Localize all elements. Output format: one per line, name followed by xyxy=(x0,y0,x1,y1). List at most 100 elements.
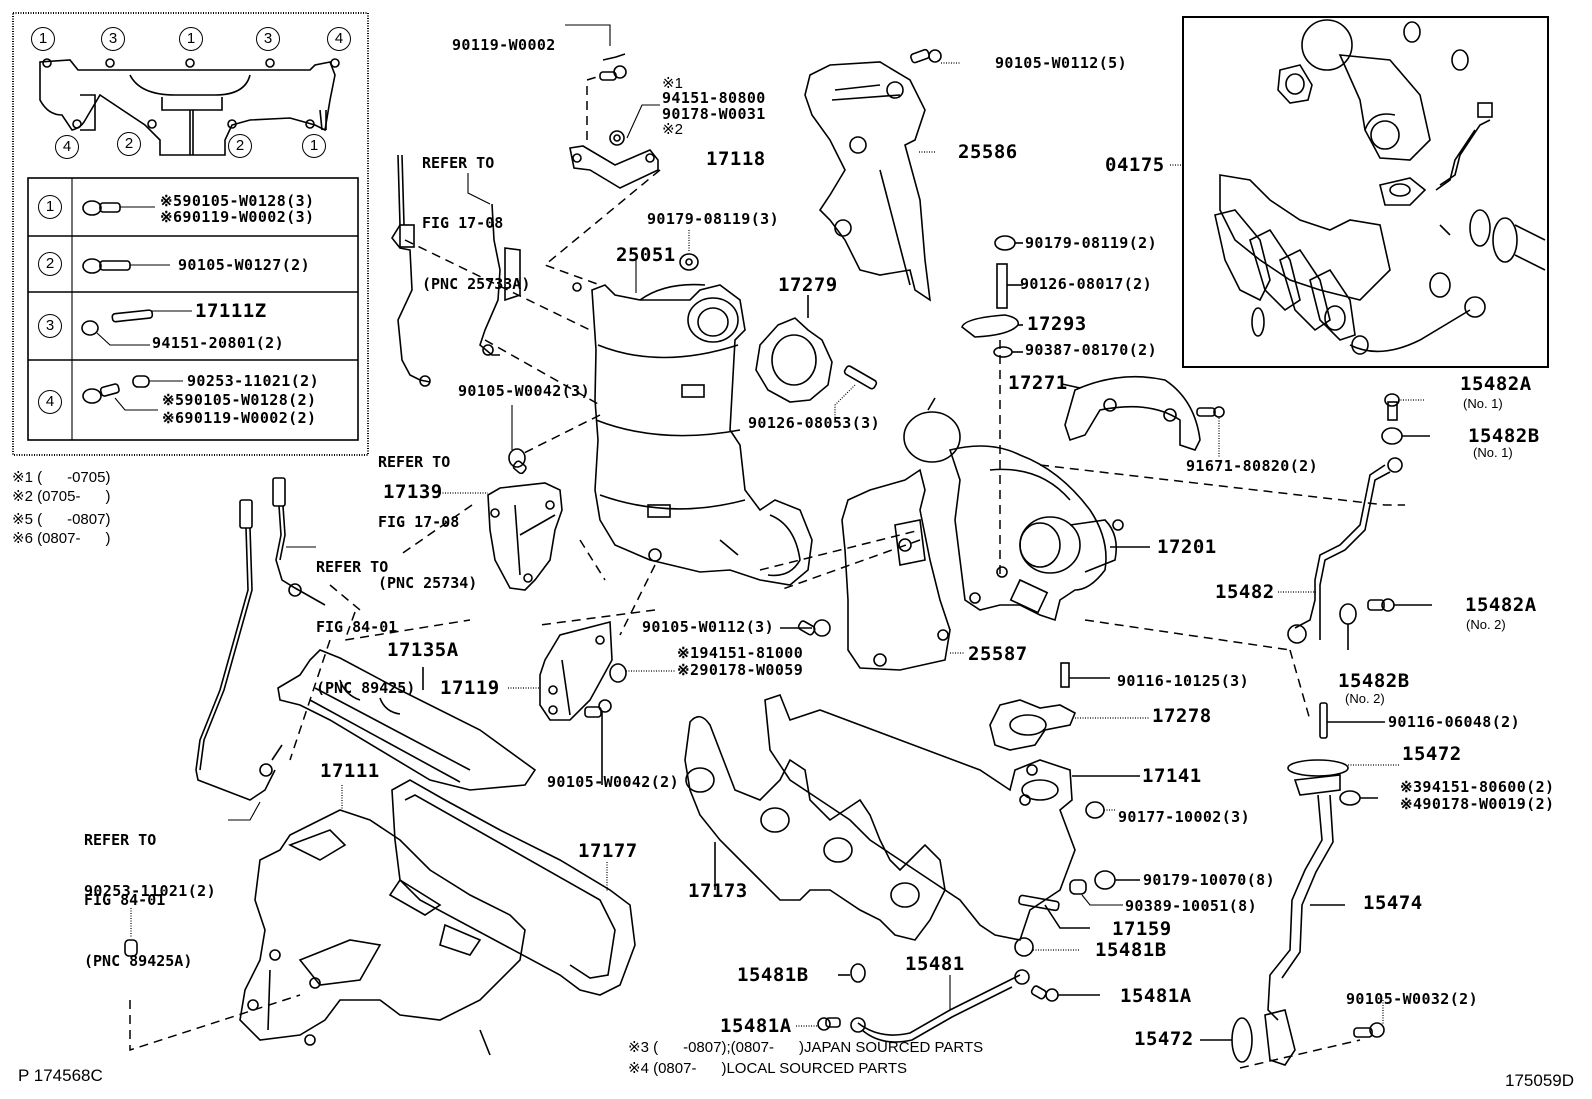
bracket-17118 xyxy=(565,24,660,189)
part-15482a-no1[interactable]: 15482A xyxy=(1460,373,1532,395)
table-part-2: 90105-W0127(2) xyxy=(178,256,311,274)
figure-code-left: P 174568C xyxy=(18,1066,103,1085)
footnote-4: ※4 (0807- )LOCAL SOURCED PARTS xyxy=(628,1060,908,1077)
leader-ref-89425a xyxy=(228,801,261,821)
part-90105-w0032-2[interactable]: 90105-W0032(2) xyxy=(1346,990,1479,1008)
refer-line: (PNC 89425A) xyxy=(84,952,193,970)
figure-code-right: 175059D xyxy=(1505,1071,1575,1090)
part-90105-w0042-3[interactable]: 90105-W0042(3) xyxy=(458,382,591,400)
part-90119-w0002[interactable]: 90119-W0002 xyxy=(452,36,556,54)
part-90126-08017-2[interactable]: 90126-08017(2) xyxy=(1020,275,1153,293)
refer-to-25733a[interactable]: REFER TO FIG 17-08 (PNC 25733A) xyxy=(422,112,530,335)
part-15482a-no2-sub: (No. 2) xyxy=(1466,617,1506,632)
table-key-2: 2 xyxy=(38,252,62,276)
part-90253-11021-2[interactable]: 90253-11021(2) xyxy=(84,882,217,900)
bolt-marker-bottom-4: 1 xyxy=(302,134,326,158)
part-04175[interactable]: 04175 xyxy=(1105,154,1165,176)
heat-insulator-25587 xyxy=(841,468,965,671)
bracket-17119 xyxy=(508,619,831,785)
part-91671-80820-2[interactable]: 91671-80820(2) xyxy=(1186,457,1319,475)
refer-line: FIG 17-08 xyxy=(422,214,504,233)
inset-manifold-drawing xyxy=(39,58,340,156)
table-part-4a: 90253-11021(2) xyxy=(187,372,320,390)
part-90178-w0019[interactable]: ※490178-W0019(2) xyxy=(1400,795,1555,813)
footnote-2: ※2 (0705- ) xyxy=(12,488,111,505)
footnote-5: ※5 ( -0807) xyxy=(12,511,111,528)
part-15481b-left[interactable]: 15481B xyxy=(737,964,809,986)
part-90116-06048-2[interactable]: 90116-06048(2) xyxy=(1388,713,1521,731)
part-94151-81000[interactable]: ※194151-81000 xyxy=(677,644,804,662)
part-15481b-right[interactable]: 15481B xyxy=(1095,939,1167,961)
part-15472-bottom[interactable]: 15472 xyxy=(1134,1028,1194,1050)
part-90387-08170-2[interactable]: 90387-08170(2) xyxy=(1025,341,1158,359)
part-17293[interactable]: 17293 xyxy=(1027,313,1087,335)
table-part-1b: ※690119-W0002(3) xyxy=(160,208,315,226)
part-15481[interactable]: 15481 xyxy=(905,953,965,975)
footnote-1: ※1 ( -0705) xyxy=(12,469,111,486)
part-17135a[interactable]: 17135A xyxy=(387,639,459,661)
part-17177[interactable]: 17177 xyxy=(578,840,638,862)
refer-line: FIG 17-08 xyxy=(378,513,460,532)
part-17159[interactable]: 17159 xyxy=(1112,918,1172,940)
part-17278[interactable]: 17278 xyxy=(1152,705,1212,727)
leader-ref-25733a xyxy=(467,173,491,205)
plug-90253-11021 xyxy=(124,908,138,957)
refer-line: REFER TO xyxy=(378,452,451,471)
part-90178-w0059[interactable]: ※290178-W0059 xyxy=(677,661,804,679)
note-1: ※1 xyxy=(662,75,683,92)
part-15482a-no2[interactable]: 15482A xyxy=(1465,594,1537,616)
part-17279[interactable]: 17279 xyxy=(778,274,838,296)
refer-to-89425a[interactable]: REFER TO FIG 84-01 (PNC 89425A) xyxy=(84,789,192,1012)
part-90179-10070-8[interactable]: 90179-10070(8) xyxy=(1143,871,1276,889)
part-90116-10125-3[interactable]: 90116-10125(3) xyxy=(1117,672,1250,690)
part-90389-10051-8[interactable]: 90389-10051(8) xyxy=(1125,897,1258,915)
footnote-6: ※6 (0807- ) xyxy=(12,530,111,547)
part-15482[interactable]: 15482 xyxy=(1215,581,1275,603)
refer-line: (PNC 25734) xyxy=(378,574,478,592)
part-17271[interactable]: 17271 xyxy=(1008,372,1068,394)
part-15482b-no1[interactable]: 15482B xyxy=(1468,425,1540,447)
exhaust-manifold-17111 xyxy=(239,785,526,1056)
refer-to-25734[interactable]: REFER TO FIG 17-08 (PNC 25734) xyxy=(378,411,477,634)
part-15481a-right[interactable]: 15481A xyxy=(1120,985,1192,1007)
part-90179-08119-2[interactable]: 90179-08119(2) xyxy=(1025,234,1158,252)
heat-insulator-sensor-bracket xyxy=(479,203,521,356)
part-25587[interactable]: 25587 xyxy=(968,643,1028,665)
part-90177-10002-3[interactable]: 90177-10002(3) xyxy=(1118,808,1251,826)
note-2: ※2 xyxy=(662,121,683,138)
part-17173[interactable]: 17173 xyxy=(688,880,748,902)
part-90126-08053-3[interactable]: 90126-08053(3) xyxy=(748,414,881,432)
part-15482b-no2[interactable]: 15482B xyxy=(1338,670,1410,692)
inset-frame xyxy=(12,12,369,456)
inset-table-grid xyxy=(27,177,359,441)
part-17119[interactable]: 17119 xyxy=(440,677,500,699)
bolt-marker-bottom-3: 2 xyxy=(228,134,252,158)
part-90179-08119-3[interactable]: 90179-08119(3) xyxy=(647,210,780,228)
part-25586[interactable]: 25586 xyxy=(958,141,1018,163)
exhaust-temp-sensor-pipe xyxy=(391,154,431,387)
part-25051[interactable]: 25051 xyxy=(616,244,676,266)
part-90105-w0042-2[interactable]: 90105-W0042(2) xyxy=(547,773,680,791)
refer-to-89425[interactable]: REFER TO FIG 84-01 (PNC 89425) xyxy=(316,516,415,739)
part-90178-w0031[interactable]: 90178-W0031 xyxy=(662,105,766,123)
part-90105-w0112-3[interactable]: 90105-W0112(3) xyxy=(642,618,775,636)
part-15472-top[interactable]: 15472 xyxy=(1402,743,1462,765)
oxygen-sensor-cables xyxy=(195,477,326,801)
part-17139[interactable]: 17139 xyxy=(383,481,443,503)
part-94151-80800[interactable]: 94151-80800 xyxy=(662,89,766,107)
part-17141[interactable]: 17141 xyxy=(1142,765,1202,787)
part-17111[interactable]: 17111 xyxy=(320,760,380,782)
bolt-marker-top-5: 4 xyxy=(327,27,351,51)
kit-04175-drawing xyxy=(1214,19,1546,355)
part-17118[interactable]: 17118 xyxy=(706,148,766,170)
part-15481a-left[interactable]: 15481A xyxy=(720,1015,792,1037)
part-90105-w0112-5[interactable]: 90105-W0112(5) xyxy=(995,54,1128,72)
table-part-4c: ※690119-W0002(2) xyxy=(162,409,317,427)
heat-insulator-25586 xyxy=(804,48,960,302)
bolt-marker-top-4: 3 xyxy=(256,27,280,51)
part-17201[interactable]: 17201 xyxy=(1157,536,1217,558)
part-15474[interactable]: 15474 xyxy=(1363,892,1423,914)
part-94151-80600[interactable]: ※394151-80600(2) xyxy=(1400,778,1555,796)
